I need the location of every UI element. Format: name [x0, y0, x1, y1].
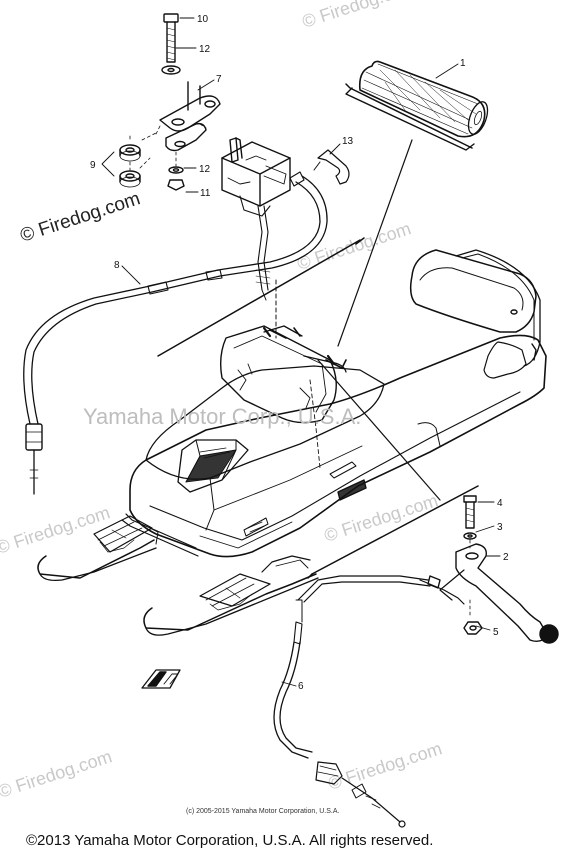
section-lines	[157, 83, 479, 579]
copyright-small: (c) 2005-2015 Yamaha Motor Corporation, …	[186, 808, 340, 815]
callout-12: 12	[199, 44, 211, 55]
watermark-yamaha: Yamaha Motor Corp., U.S.A.	[83, 404, 362, 429]
callout-2: 2	[503, 552, 509, 563]
callout-8: 8	[114, 260, 120, 271]
callout-3: 3	[497, 522, 503, 533]
copyright-footer: ©2013 Yamaha Motor Corporation, U.S.A. A…	[26, 832, 434, 849]
throttle-housing	[119, 13, 350, 301]
callout-11: 11	[200, 188, 211, 199]
callout-7: 7	[216, 74, 222, 85]
callout-6: 6	[298, 681, 304, 692]
throttle-cable	[23, 171, 328, 495]
brake-lever	[419, 495, 559, 644]
handle-grip	[345, 60, 489, 151]
callout-10: 10	[197, 14, 209, 25]
callout-12: 12	[199, 164, 211, 175]
brake-cable	[273, 575, 431, 828]
callout-4: 4	[497, 498, 503, 509]
callout-1: 1	[460, 58, 466, 69]
callout-9: 9	[90, 160, 96, 171]
decal-part	[141, 669, 181, 689]
callout-13: 13	[342, 136, 354, 147]
snowmobile-body	[121, 249, 547, 558]
leader-lines	[101, 17, 501, 687]
callout-numbers: 10 12 7 9 12 11 13 1 8 4 3 2 5 6	[90, 14, 509, 692]
skis	[37, 515, 319, 636]
callout-5: 5	[493, 627, 499, 638]
